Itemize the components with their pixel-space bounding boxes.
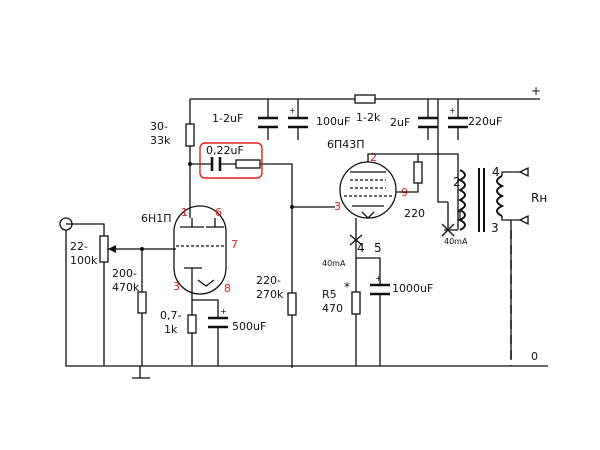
- output-terminal-bottom: [518, 214, 529, 226]
- cathode1-resistor: [187, 314, 197, 334]
- plus-rail-label: +: [531, 84, 541, 98]
- cathode2-resistor-value: 470: [322, 302, 343, 315]
- decoupling-cap-b: +: [288, 99, 308, 140]
- tube2: [339, 161, 397, 219]
- screen-resistor-value: 220: [404, 207, 425, 220]
- tube2-name: 6П43П: [327, 138, 365, 151]
- junction-dot: [188, 162, 192, 166]
- plate-resistor-value: 30-33k: [150, 120, 171, 147]
- decoupling-cap-a: [258, 99, 278, 140]
- decoupling-cap-c: [418, 99, 438, 140]
- cathode2-resistor-label: R5: [322, 288, 337, 301]
- screen-resistor: [413, 161, 423, 184]
- cathode2-cap-polarity: +: [375, 274, 382, 283]
- svg-text:+: +: [289, 106, 296, 115]
- junction-dot: [290, 205, 294, 209]
- tube2-cathode-wire: [355, 218, 381, 366]
- tube1-pin-6: 6: [215, 206, 222, 219]
- cathode1-cap-value: 500uF: [232, 320, 266, 333]
- tube1-pin-8: 8: [224, 282, 231, 295]
- cathode2-current: 40mA: [322, 259, 346, 268]
- volume-pot: [99, 235, 109, 263]
- tube1-pin-3: 3: [173, 280, 180, 293]
- input-wire: [65, 223, 140, 367]
- tube2-plate-wire: [367, 153, 459, 193]
- cathode2-measure-cross: [349, 234, 363, 246]
- tube2-pin-2: 2: [370, 151, 377, 164]
- tube1-cathode-wire: [191, 290, 219, 366]
- transformer-pin-3: 3: [491, 221, 499, 235]
- decoupling-cap-d-value: 220uF: [468, 115, 502, 128]
- coupling-cap-value: 0,22uF: [206, 144, 244, 157]
- cathode1-cap-polarity: +: [220, 307, 227, 316]
- transformer-measure-cross: [441, 202, 455, 237]
- cathode2-resistor: [351, 291, 361, 315]
- volume-wiper-arrow: [108, 245, 116, 253]
- coupling-wire: [190, 163, 293, 368]
- output-transformer: [444, 168, 520, 360]
- cathode2-mark: *: [344, 280, 350, 294]
- decoupling-cap-a-value: 1-2uF: [212, 112, 243, 125]
- transformer-pin-4: 4: [492, 165, 500, 179]
- svg-text:+: +: [449, 106, 456, 115]
- zero-rail-label: 0: [531, 350, 538, 363]
- volume-value: 22-100k: [70, 240, 98, 267]
- tube1-pin-7: 7: [231, 238, 238, 251]
- transformer-current: 40mA: [444, 237, 468, 246]
- grid-leak-value: 200-470k: [112, 267, 140, 294]
- b-plus-to-transformer: [437, 99, 448, 203]
- decoupling-cap-b-value: 100uF: [316, 115, 350, 128]
- load-label: Rн: [531, 191, 547, 205]
- tube2-pin-5: 5: [374, 241, 382, 255]
- grid-resistor-2-value: 220-270k: [256, 274, 284, 301]
- junction-dot: [140, 247, 144, 251]
- grid-resistor-2: [287, 292, 297, 316]
- tube1: [173, 205, 227, 295]
- tube2-pin-3: 3: [334, 200, 341, 213]
- series-resistor: [354, 94, 376, 104]
- decoupling-cap-c-value: 2uF: [390, 116, 410, 129]
- grid-leak-resistor: [137, 291, 147, 314]
- series-resistor-value: 1-2k: [356, 111, 381, 124]
- cathode2-cap-value: 1000uF: [392, 282, 433, 295]
- decoupling-cap-d: +: [448, 99, 468, 140]
- tube1-name: 6Н1П: [141, 212, 172, 225]
- tube2-pin-4: 4: [357, 241, 365, 255]
- transformer-pin-2: 2: [453, 175, 461, 189]
- coupling-resistor: [235, 159, 261, 169]
- output-terminal-top: [518, 166, 529, 178]
- cathode1-resistor-value: 0,7-1k: [160, 309, 181, 336]
- coupling-highlight-box: [199, 142, 263, 179]
- ground-symbol: [132, 366, 150, 379]
- plate-resistor: [185, 123, 195, 147]
- transformer-pin-1: 1: [456, 209, 464, 223]
- tube1-pin-1: 1: [181, 206, 188, 219]
